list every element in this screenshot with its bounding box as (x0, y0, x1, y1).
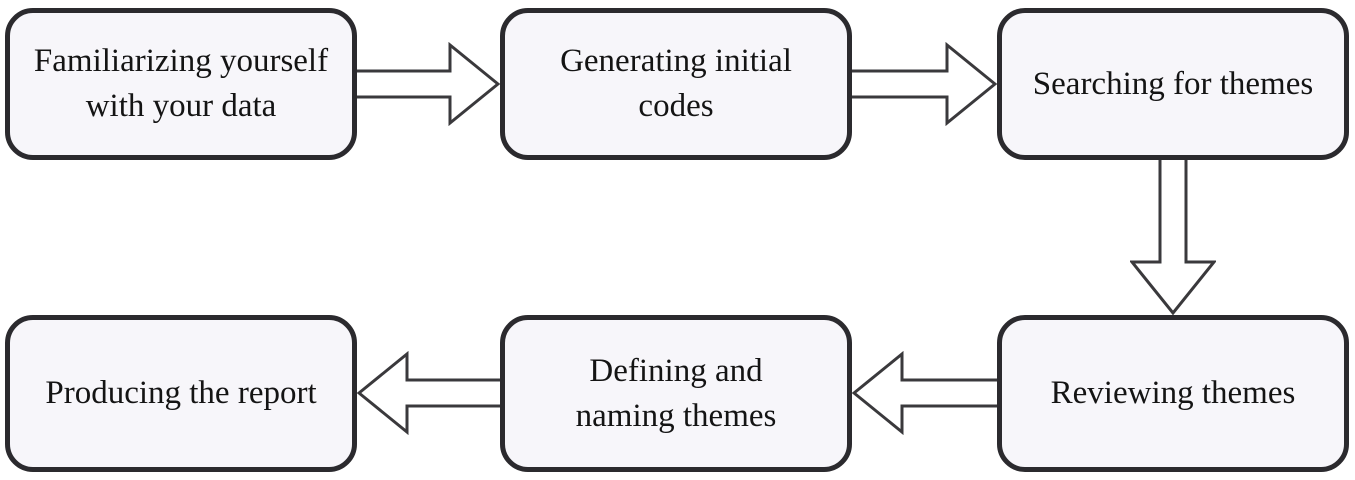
flow-box-label: Reviewing themes (1050, 375, 1296, 412)
flow-box-label: Producing the report (45, 375, 317, 412)
flow-box-producing-report: Producing the report (5, 315, 357, 472)
flow-box-generating-codes: Generating initial codes (500, 8, 852, 160)
flow-box-label: Defining and naming themes (575, 352, 777, 434)
left-arrow-icon (852, 351, 997, 435)
flow-box-label: Generating initial codes (560, 43, 792, 124)
flow-box-defining-naming-themes: Defining and naming themes (500, 315, 852, 472)
right-arrow-icon (357, 42, 500, 126)
flow-box-label: Familiarizing yourself with your data (33, 43, 329, 124)
left-arrow-icon (357, 351, 500, 435)
flow-box-label: Searching for themes (1032, 65, 1314, 102)
flow-box-familiarizing: Familiarizing yourself with your data (5, 8, 357, 160)
flow-box-searching-themes: Searching for themes (997, 8, 1349, 160)
down-arrow-icon (1130, 160, 1216, 315)
flow-box-reviewing-themes: Reviewing themes (997, 315, 1349, 472)
right-arrow-icon (852, 42, 997, 126)
